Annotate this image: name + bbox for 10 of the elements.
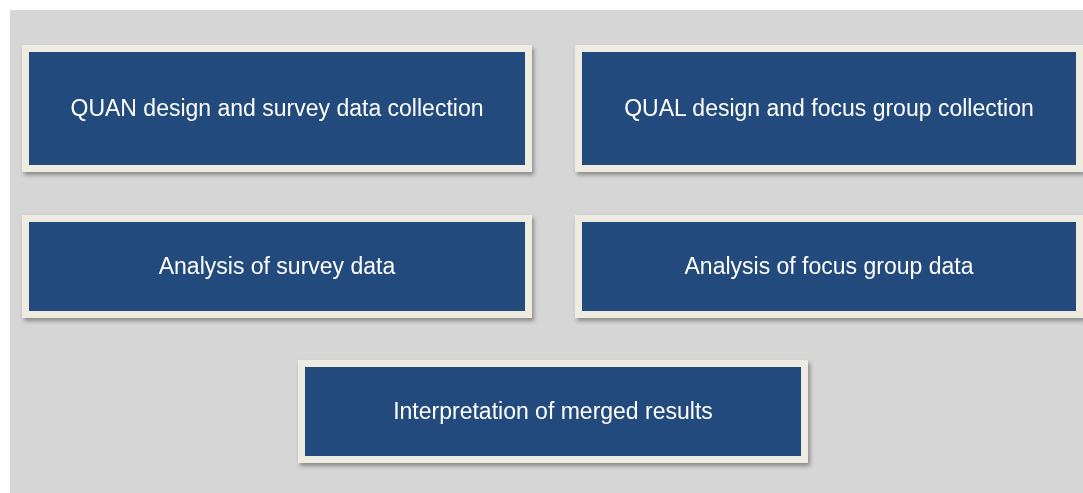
- process-box: [575, 215, 1083, 318]
- process-box: [22, 45, 532, 172]
- box-label: Analysis of survey data: [157, 252, 397, 281]
- process-box: [22, 215, 532, 318]
- box-label: Interpretation of merged results: [392, 397, 714, 426]
- box-label: QUAN design and survey data collection: [69, 94, 485, 123]
- process-box: [575, 45, 1083, 172]
- box-label: QUAL design and focus group collection: [623, 94, 1035, 123]
- box-label: Analysis of focus group data: [683, 252, 975, 281]
- process-box: [298, 360, 808, 463]
